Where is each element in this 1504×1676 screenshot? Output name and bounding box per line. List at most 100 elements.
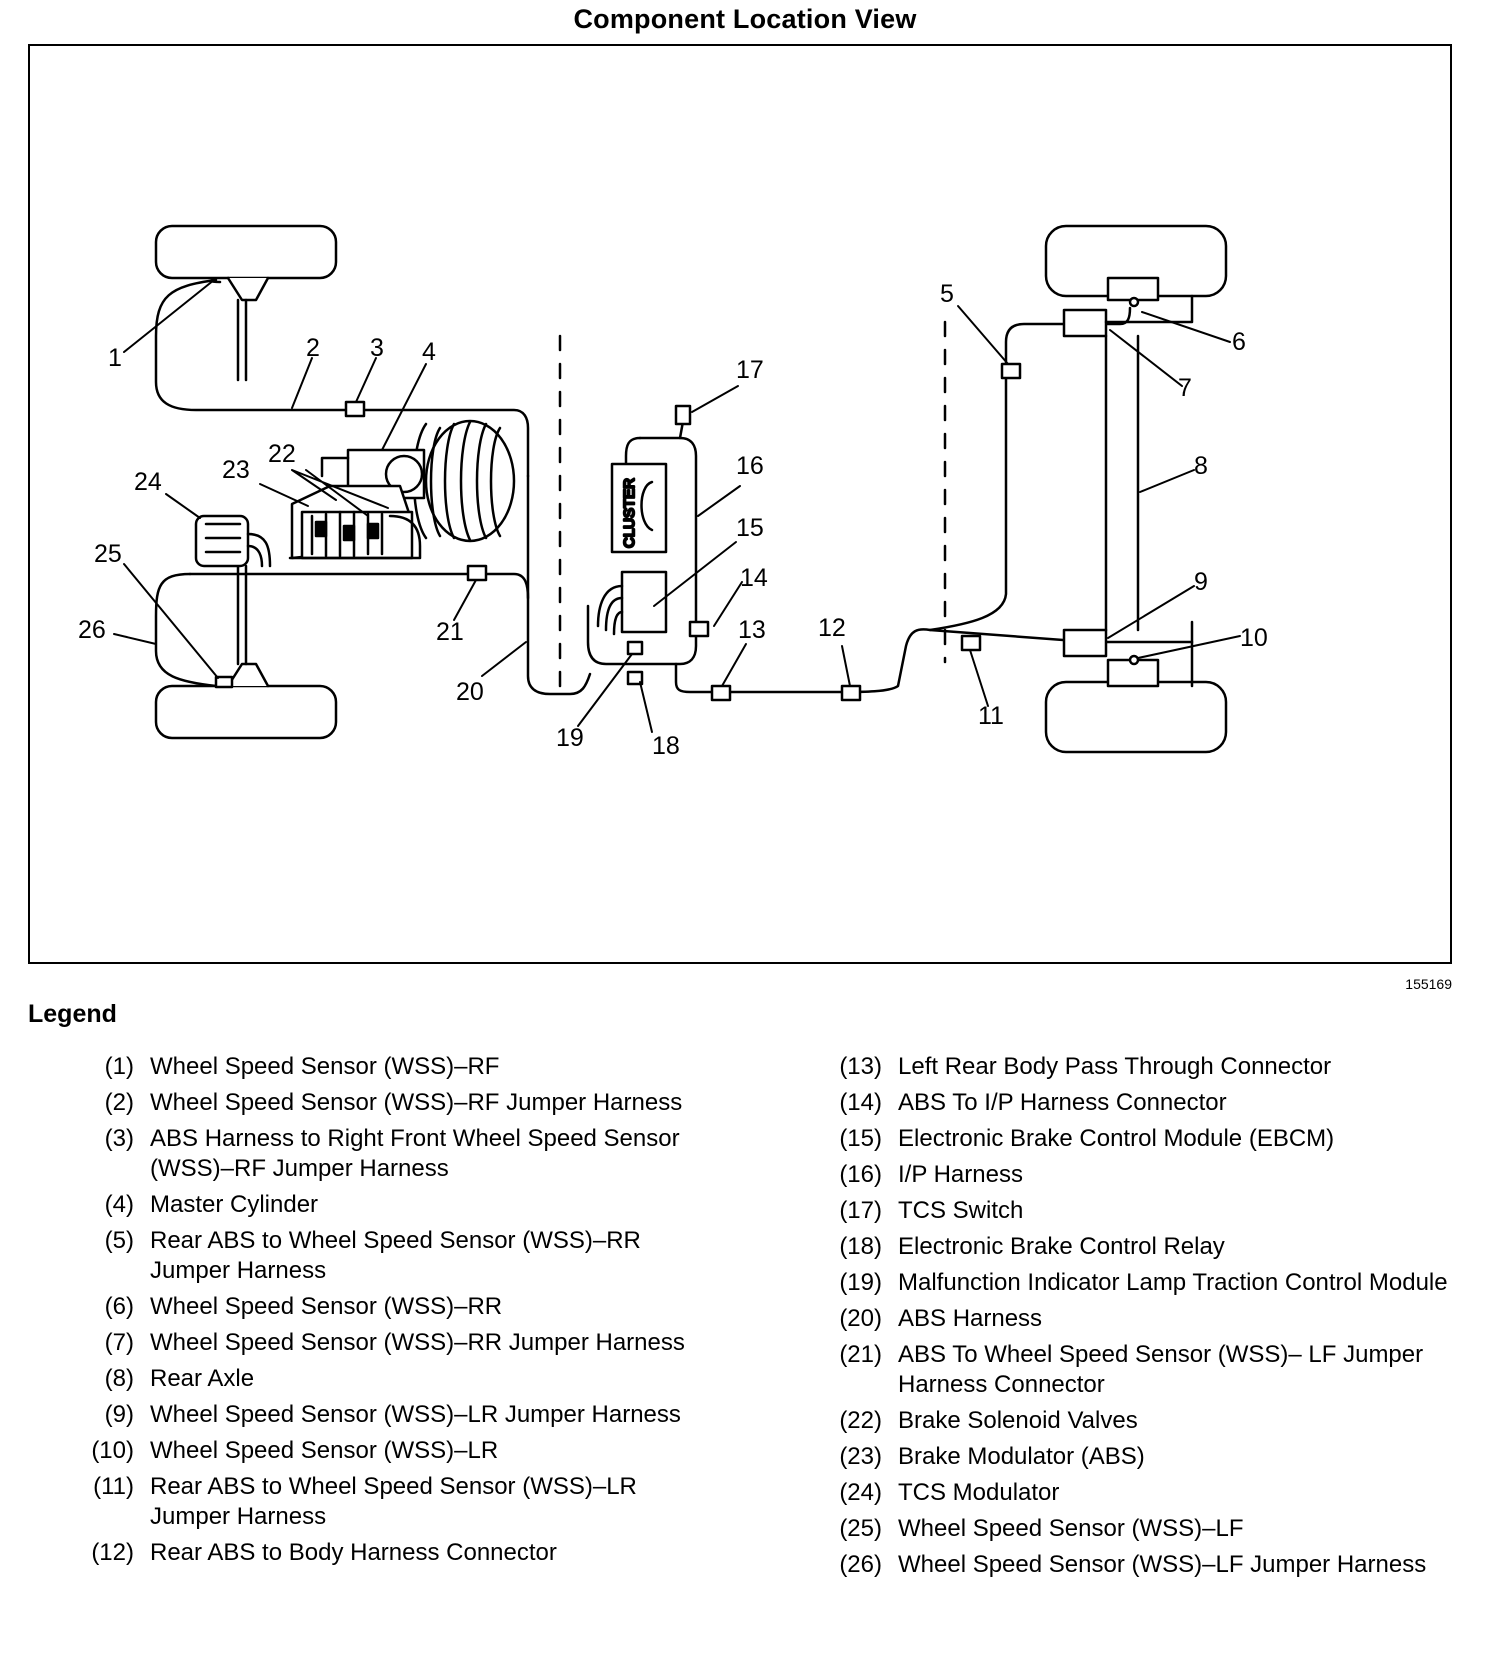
- legend-item-number: (13): [839, 1053, 882, 1080]
- legend-item-text: ABS To Wheel Speed Sensor (WSS)– LF Jump…: [898, 1341, 1424, 1398]
- legend-item: (16) I/P Harness: [820, 1160, 1460, 1190]
- legend-right-column: (13) Left Rear Body Pass Through Connecto…: [820, 1052, 1460, 1586]
- legend-item-number: (7): [104, 1329, 134, 1356]
- front-axle: [226, 276, 270, 688]
- callout-6: 6: [1232, 328, 1246, 356]
- legend-item: (10)Wheel Speed Sensor (WSS)–LR: [72, 1436, 712, 1466]
- legend-item: (8) Rear Axle: [72, 1364, 712, 1394]
- callout-leaders: [113, 279, 1241, 733]
- legend-item-text: Electronic Brake Control Module (EBCM): [898, 1125, 1335, 1152]
- legend-item-number: (26): [839, 1551, 882, 1578]
- callout-5: 5: [940, 280, 954, 308]
- callout-20: 20: [456, 678, 484, 706]
- legend-item: (18)Electronic Brake Control Relay: [820, 1232, 1460, 1262]
- page-title: Component Location View: [573, 4, 917, 34]
- legend-item-text: ABS Harness: [898, 1305, 1043, 1332]
- legend-item-text: Rear ABS to Wheel Speed Sensor (WSS)–LR …: [150, 1473, 637, 1530]
- front-right-wheel: [154, 224, 338, 280]
- callout-8: 8: [1194, 452, 1208, 480]
- legend-item-number: (22): [839, 1407, 882, 1434]
- callout-14: 14: [740, 564, 768, 592]
- legend-item-text: Rear ABS to Wheel Speed Sensor (WSS)–RR …: [150, 1227, 641, 1284]
- legend-item: (22) Brake Solenoid Valves: [820, 1406, 1460, 1436]
- rf-harness: [154, 278, 530, 478]
- legend-item: (23)Brake Modulator (ABS): [820, 1442, 1460, 1472]
- legend-item-text: TCS Switch: [898, 1197, 1024, 1224]
- callout-22: 22: [268, 440, 296, 468]
- callout-25: 25: [94, 540, 122, 568]
- legend-item: (24) TCS Modulator: [820, 1478, 1460, 1508]
- legend-item: (21)ABS To Wheel Speed Sensor (WSS)– LF …: [820, 1340, 1460, 1400]
- callout-24: 24: [134, 468, 162, 496]
- legend-item: (19) Malfunction Indicator Lamp Traction …: [820, 1268, 1460, 1298]
- callout-13: 13: [738, 616, 766, 644]
- callout-4: 4: [422, 338, 436, 366]
- callout-17: 17: [736, 356, 764, 384]
- legend-item-text: I/P Harness: [898, 1161, 1023, 1188]
- front-left-wheel: [154, 684, 338, 740]
- legend-item-number: (8): [104, 1365, 134, 1392]
- legend-item-text: Wheel Speed Sensor (WSS)–LR Jumper Harne…: [150, 1401, 681, 1428]
- callout-21: 21: [436, 618, 464, 646]
- callout-10: 10: [1240, 624, 1268, 652]
- legend-item-number: (2): [104, 1089, 134, 1116]
- legend-item-number: (12): [91, 1539, 134, 1566]
- callout-1: 1: [108, 344, 122, 372]
- legend-item-number: (10): [91, 1437, 134, 1464]
- callout-19: 19: [556, 724, 584, 752]
- legend-item: (26) Wheel Speed Sensor (WSS)–LF Jumper H…: [820, 1550, 1460, 1580]
- legend-item: (14) ABS To I/P Harness Connector: [820, 1088, 1460, 1118]
- callout-3: 3: [370, 334, 384, 362]
- callout-7: 7: [1178, 374, 1192, 402]
- callout-18: 18: [652, 732, 680, 760]
- callout-26: 26: [78, 616, 106, 644]
- legend-item-number: (9): [104, 1401, 134, 1428]
- callout-12: 12: [818, 614, 846, 642]
- legend-item-text: Brake Modulator (ABS): [898, 1443, 1145, 1470]
- legend-item-number: (1): [104, 1053, 134, 1080]
- legend-item-number: (20): [839, 1305, 882, 1332]
- ip-harness: CLUSTER: [586, 404, 1092, 702]
- callout-labels: 1 2 3 4 5 6 7 8 9 10 11 12 13 14 15 16 1…: [78, 280, 1268, 760]
- legend-item-text: Rear ABS to Body Harness Connector: [150, 1539, 557, 1566]
- legend-item-text: Malfunction Indicator Lamp Traction Cont…: [898, 1269, 1448, 1296]
- legend-item: (13) Left Rear Body Pass Through Connecto…: [820, 1052, 1460, 1082]
- legend-title: Legend: [28, 1000, 117, 1028]
- legend-item: (11)Rear ABS to Wheel Speed Sensor (WSS)…: [72, 1472, 712, 1532]
- legend-item-text: Wheel Speed Sensor (WSS)–LF Jumper Harne…: [898, 1551, 1427, 1578]
- legend-item-text: Electronic Brake Control Relay: [898, 1233, 1225, 1260]
- figure-id: 155169: [1405, 976, 1452, 992]
- legend-item-text: Wheel Speed Sensor (WSS)–RR: [150, 1293, 503, 1320]
- legend-item: (1) Wheel Speed Sensor (WSS)–RF: [72, 1052, 712, 1082]
- legend-item: (4)Master Cylinder: [72, 1190, 712, 1220]
- rear-axle: [1062, 276, 1194, 688]
- legend-item-text: Wheel Speed Sensor (WSS)–LF: [898, 1515, 1244, 1542]
- legend-item-number: (16): [839, 1161, 882, 1188]
- callout-16: 16: [736, 452, 764, 480]
- callout-2: 2: [306, 334, 320, 362]
- tcs-modulator: [194, 514, 272, 568]
- legend-item-text: Rear Axle: [150, 1365, 255, 1392]
- brake-booster: [320, 419, 516, 543]
- legend-item-number: (5): [104, 1227, 134, 1254]
- legend-item: (17)TCS Switch: [820, 1196, 1460, 1226]
- legend-item-text: TCS Modulator: [898, 1479, 1060, 1506]
- legend-item: (25) Wheel Speed Sensor (WSS)–LF: [820, 1514, 1460, 1544]
- legend-item-text: Brake Solenoid Valves: [898, 1407, 1138, 1434]
- legend-item-number: (25): [839, 1515, 882, 1542]
- legend-item-number: (14): [839, 1089, 882, 1116]
- legend-item-number: (15): [839, 1125, 882, 1152]
- legend-item-number: (19): [839, 1269, 882, 1296]
- abs-harness: [154, 474, 592, 696]
- legend-item: (20) ABS Harness: [820, 1304, 1460, 1334]
- legend-item-number: (3): [104, 1125, 134, 1152]
- rear-left-wheel: [1044, 680, 1228, 754]
- legend-item-number: (24): [839, 1479, 882, 1506]
- legend-item-text: ABS To I/P Harness Connector: [898, 1089, 1227, 1116]
- legend-item: (6)Wheel Speed Sensor (WSS)–RR: [72, 1292, 712, 1322]
- legend-item-text: Left Rear Body Pass Through Connector: [898, 1053, 1332, 1080]
- legend-item-text: Master Cylinder: [150, 1191, 319, 1218]
- legend-item: (5) Rear ABS to Wheel Speed Sensor (WSS)–…: [72, 1226, 712, 1286]
- legend-item-text: Wheel Speed Sensor (WSS)–RF: [150, 1053, 500, 1080]
- callout-11: 11: [978, 702, 1004, 730]
